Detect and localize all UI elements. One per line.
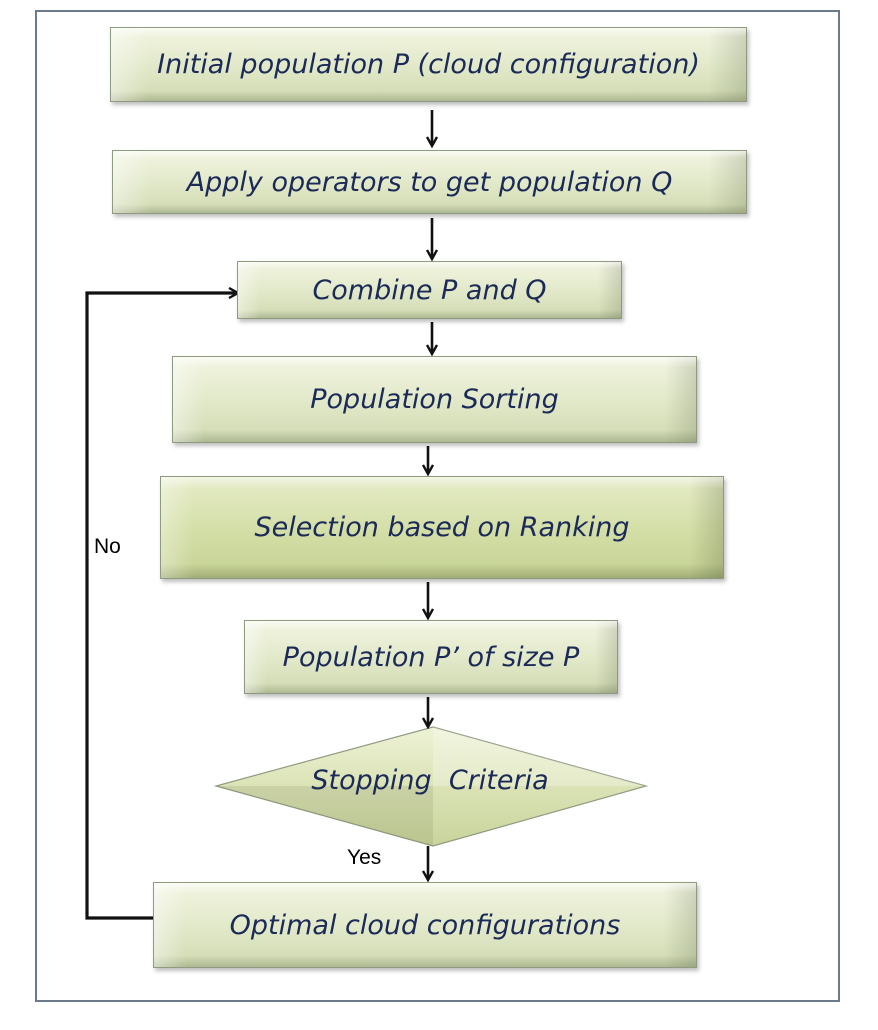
initial-population-label: Initial population P (cloud configuratio… — [157, 49, 700, 80]
population-prime-label: Population P’ of size P — [282, 641, 580, 673]
no-label: No — [94, 535, 121, 558]
apply-operators-label: Apply operators to get population Q — [186, 166, 673, 198]
diagram-frame — [35, 10, 840, 1002]
combine-label: Combine P and Q — [312, 274, 547, 306]
apply-operators-box: Apply operators to get population Q — [112, 150, 747, 214]
yes-label: Yes — [347, 846, 382, 869]
optimal-configurations-label: Optimal cloud configurations — [229, 909, 621, 941]
selection-box: Selection based on Ranking — [160, 476, 724, 579]
stopping-criteria-diamond — [213, 726, 649, 847]
selection-label: Selection based on Ranking — [254, 512, 630, 543]
loop-back-arrow — [85, 293, 238, 920]
stopping-criteria-label: Stopping Criteria — [311, 765, 549, 796]
optimal-configurations-box: Optimal cloud configurations — [153, 882, 697, 968]
initial-population-box: Initial population P (cloud configuratio… — [110, 27, 747, 102]
population-sorting-label: Population Sorting — [310, 384, 559, 415]
combine-box: Combine P and Q — [237, 261, 622, 319]
population-sorting-box: Population Sorting — [172, 356, 697, 443]
population-prime-box: Population P’ of size P — [244, 620, 618, 694]
